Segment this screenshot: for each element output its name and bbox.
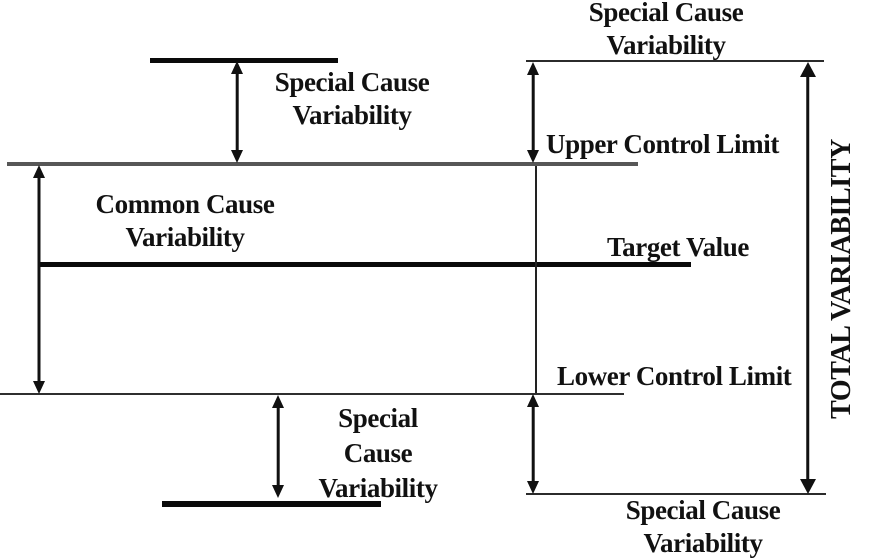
arrowhead-down-icon — [32, 381, 45, 394]
label-line: Variability — [606, 30, 726, 60]
label-line: Variability — [318, 473, 438, 503]
lower-control-limit-label: Lower Control Limit — [557, 361, 792, 391]
arrow-shaft — [531, 403, 535, 485]
total-variability-top-line — [526, 60, 824, 62]
arrowhead-up-icon — [799, 62, 816, 77]
control-limit-connector-line — [535, 166, 537, 393]
label-line: Variability — [643, 528, 763, 558]
arrowhead-down-icon — [527, 150, 539, 163]
upper-control-limit-line — [7, 162, 638, 166]
arrow-shaft — [276, 404, 280, 489]
arrowhead-down-icon — [527, 481, 539, 494]
arrowhead-down-icon — [799, 479, 816, 494]
special-cause-top-left-arrow — [230, 61, 244, 163]
lower-extreme-line — [162, 501, 381, 507]
label-line: Special Cause — [588, 0, 744, 27]
label-line: Variability — [125, 222, 245, 252]
target-value-label: Target Value — [607, 232, 749, 262]
total-variability-arrow — [799, 62, 816, 494]
label-line: Cause — [343, 438, 413, 468]
label-line: Special — [338, 403, 418, 433]
label-line: Variability — [292, 100, 412, 130]
arrow-shaft — [531, 71, 535, 154]
arrowhead-up-icon — [231, 61, 243, 74]
arrowhead-down-icon — [231, 150, 243, 163]
special-cause-bottom-center-label: Special Cause Variability — [288, 401, 468, 506]
label-line: Special Cause — [274, 67, 430, 97]
total-variability-label: TOTAL VARIABILITY — [826, 139, 857, 419]
arrowhead-up-icon — [32, 165, 45, 178]
arrowhead-up-icon — [527, 394, 539, 407]
special-cause-top-left-label: Special Cause Variability — [232, 66, 472, 132]
arrowhead-up-icon — [272, 395, 284, 408]
arrow-shaft — [37, 174, 40, 385]
arrow-shaft — [805, 71, 810, 485]
special-cause-bottom-right-arrow — [526, 394, 540, 494]
arrowhead-up-icon — [527, 62, 539, 75]
upper-extreme-line — [150, 58, 338, 63]
special-cause-top-right-arrow — [526, 62, 540, 163]
total-variability-bottom-line — [526, 493, 826, 495]
common-cause-label: Common Cause Variability — [65, 188, 305, 254]
target-value-line — [39, 262, 691, 267]
arrowhead-down-icon — [272, 485, 284, 498]
lower-control-limit-line — [0, 393, 624, 395]
label-line: Special Cause — [625, 495, 781, 525]
special-cause-bottom-center-arrow — [271, 395, 285, 498]
upper-control-limit-label: Upper Control Limit — [546, 129, 779, 159]
arrow-shaft — [235, 70, 239, 154]
common-cause-arrow — [31, 165, 46, 394]
special-cause-bottom-right-label: Special Cause Variability — [583, 494, 823, 560]
special-cause-top-right-label: Special Cause Variability — [546, 0, 786, 62]
label-line: Common Cause — [95, 189, 275, 219]
